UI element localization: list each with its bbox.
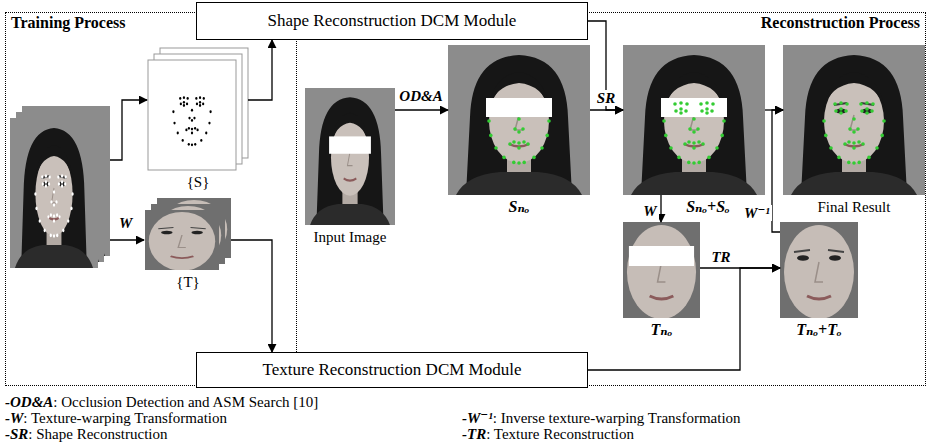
module-title: Shape Reconstruction DCM Module — [268, 11, 517, 31]
abbreviation: -SR — [5, 426, 28, 442]
transform-label: W — [119, 215, 132, 231]
flow-arrow — [588, 21, 623, 110]
transform-label: W — [119, 215, 132, 231]
image-caption: {S} — [148, 173, 248, 191]
input-photo — [305, 88, 395, 225]
image-caption: {T} — [145, 273, 231, 291]
image-panel: Input Image — [305, 88, 395, 225]
flow-arrow — [772, 110, 783, 232]
module-box: Shape Reconstruction DCM Module — [196, 2, 588, 40]
abbreviation: -W — [5, 410, 23, 426]
process-region: Reconstruction ProcessInput ImageSₙₒSₙₒ+… — [297, 12, 926, 386]
flow-arrow — [660, 195, 661, 222]
legend-row: -TR: Texture Reconstruction — [462, 426, 634, 442]
process-region: Training Process{S}{T} — [5, 12, 297, 386]
module-box: Texture Reconstruction DCM Module — [196, 352, 588, 388]
legend-row: -SR: Shape Reconstruction — [5, 426, 167, 442]
image-caption: Input Image — [305, 228, 395, 246]
legend-row: -W⁻¹: Inverse texture-warping Transforma… — [462, 410, 741, 426]
definition: : Inverse texture-warping Transformation — [493, 410, 741, 426]
transform-label: W — [641, 203, 658, 219]
occluded-texture — [623, 222, 700, 319]
image-panel: {T} — [145, 198, 231, 270]
transform-label: W⁻¹ — [742, 205, 772, 221]
image-panel: Final Result — [783, 45, 925, 195]
flow-arrow — [588, 268, 780, 370]
shape-set — [148, 48, 248, 170]
shape-photo — [623, 45, 765, 195]
image-panel: Tₙₒ+Tₒ — [780, 222, 858, 318]
legend-row: -W: Texture-warping Transformation — [5, 410, 227, 426]
image-caption: Tₙₒ — [623, 321, 700, 339]
result-photo — [783, 45, 925, 195]
image-caption: Tₙₒ+Tₒ — [780, 321, 858, 339]
definition: : Texture-warping Transformation — [23, 410, 227, 426]
image-caption: Sₙₒ — [448, 198, 590, 216]
training-faces — [10, 106, 110, 268]
flow-arrow — [231, 240, 272, 352]
image-panel: Sₙₒ — [448, 45, 590, 195]
transform-label: OD&A — [397, 88, 444, 104]
transform-label: SR — [595, 90, 617, 106]
flow-arrow — [248, 40, 272, 100]
image-panel: {S} — [148, 48, 248, 170]
abbreviation: -OD&A — [5, 394, 53, 410]
restored-texture — [780, 222, 858, 319]
image-caption: Final Result — [783, 198, 925, 216]
image-panel: Tₙₒ — [623, 222, 700, 318]
definition: : Texture Reconstruction — [486, 426, 634, 442]
definition: : Shape Reconstruction — [28, 426, 167, 442]
flow-arrow — [395, 109, 448, 110]
transform-label: TR — [709, 249, 732, 265]
image-panel: Sₙₒ+Sₒ — [623, 45, 765, 195]
texture-set — [145, 198, 231, 271]
abbreviation: -W⁻¹ — [462, 410, 493, 426]
abbreviation: -TR — [462, 426, 486, 442]
legend-row: -OD&A: Occlusion Detection and ASM Searc… — [5, 394, 318, 410]
warp-arrow — [110, 239, 144, 240]
training-arrow — [110, 100, 147, 160]
definition: : Occlusion Detection and ASM Search [10… — [53, 394, 318, 410]
search-photo — [448, 45, 590, 195]
module-title: Texture Reconstruction DCM Module — [263, 360, 522, 380]
